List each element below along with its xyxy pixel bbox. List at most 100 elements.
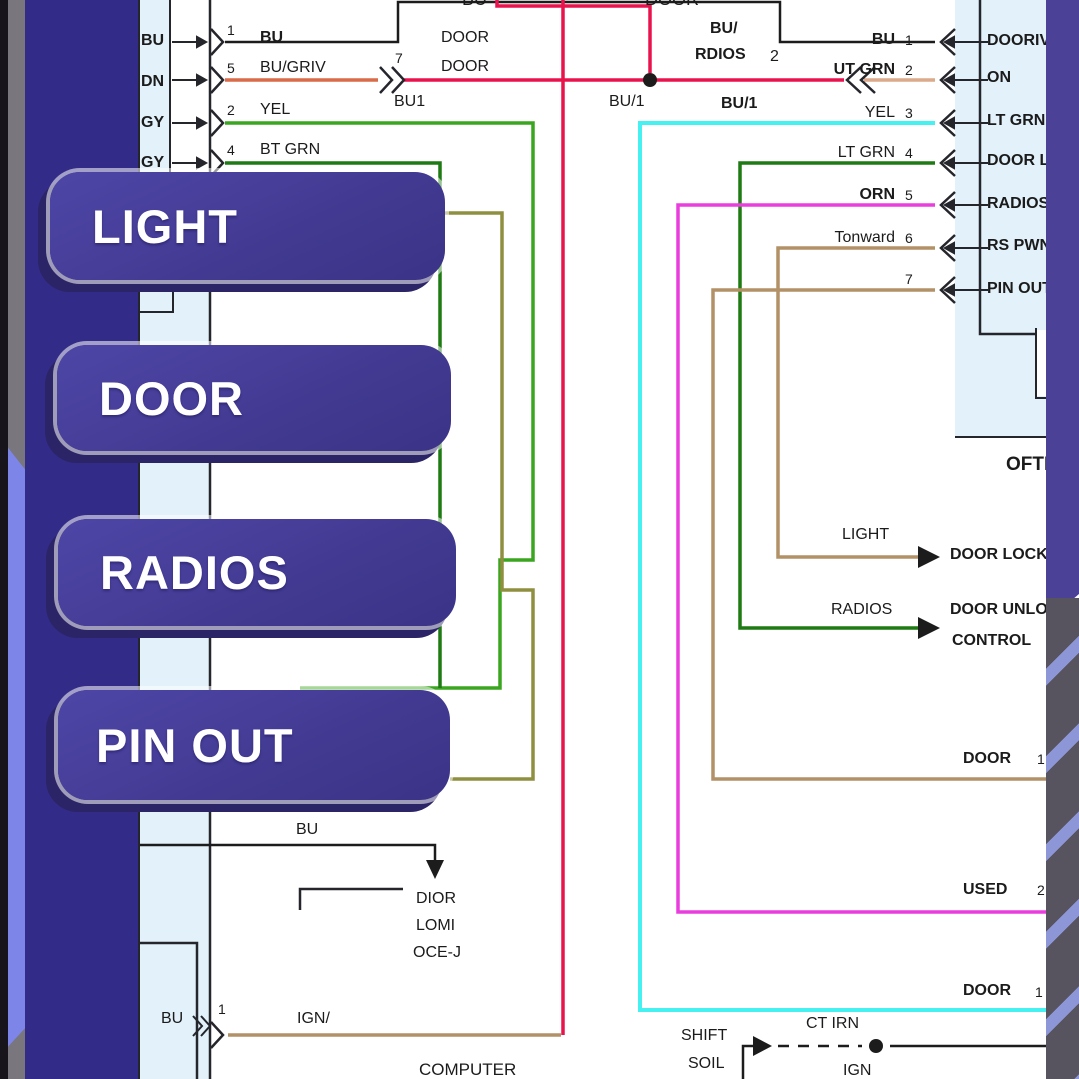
component-label: SHIFT (681, 1027, 728, 1044)
annotation-light: LIGHT (842, 526, 890, 543)
annotation-control: CONTROL (952, 632, 1032, 649)
light-button-label: LIGHT (92, 199, 238, 253)
strip-arrows (172, 35, 209, 170)
door-button[interactable]: DOOR (57, 345, 451, 451)
wire-label: YEL (864, 104, 895, 121)
right-pin-chevrons (939, 28, 956, 304)
wire-label: BU/GRIV (260, 59, 326, 76)
pin-number: 1 (227, 22, 235, 38)
wire-cyan (638, 121, 1046, 1012)
wire-label: BU/ (710, 20, 738, 37)
arrow-door-unlock-icon (918, 617, 940, 639)
wire-shift (741, 1044, 753, 1079)
box-arrows (942, 35, 988, 297)
wire-label: DOOR (441, 29, 489, 46)
pin-number: 1 (218, 1001, 226, 1017)
bottom-left-box (139, 941, 199, 1079)
wire-label: IGN/ (297, 1010, 330, 1027)
annotation-door1b: DOOR (963, 982, 1011, 999)
annotation-used: USED (963, 881, 1008, 898)
arrow-door-lock-icon (918, 546, 940, 568)
pin-number: 2 (905, 62, 913, 78)
radios-button[interactable]: RADIOS (58, 519, 456, 626)
pin-number: 2 (770, 48, 779, 65)
right-band-purple (1046, 0, 1079, 622)
wire-label: RDIOS (695, 46, 746, 63)
annotation-num: 2 (1037, 882, 1045, 898)
annotation-num: 1 (1035, 984, 1043, 1000)
light-button[interactable]: LIGHT (50, 172, 445, 280)
wire-label: BU (296, 821, 319, 838)
wire-label: BU (871, 31, 895, 48)
wire-label: DOOR (441, 58, 489, 75)
pin-number: 4 (905, 145, 913, 161)
wire-label-cut: DOOR (645, 0, 699, 8)
connector-label: BU/1 (721, 95, 758, 112)
left-pin-chevrons (192, 28, 225, 1049)
pin-number: 6 (905, 230, 913, 246)
pin-number: 3 (905, 105, 913, 121)
pin-number: 5 (227, 60, 235, 76)
pin-out-button-label: PIN OUT (96, 718, 294, 772)
wire-label: CT IRN (806, 1015, 860, 1032)
component-label: SOIL (688, 1055, 725, 1072)
pin-number: 7 (395, 50, 403, 66)
pin-out-button[interactable]: PIN OUT (58, 690, 450, 800)
strip-label: GY (141, 154, 165, 171)
wire-label: LT GRN (837, 144, 895, 161)
wire-label: BT GRN (260, 141, 321, 158)
strip-label: GY (141, 114, 165, 131)
radios-button-label: RADIOS (100, 546, 289, 599)
wire-tonward (776, 246, 935, 559)
wire-orn-magenta (676, 203, 1046, 914)
wire-olive (210, 211, 535, 781)
annotation-num: 1 (1037, 751, 1045, 767)
junction-dot (869, 1039, 883, 1053)
strip-label: BU (141, 32, 165, 49)
component-label: COMPUTER (419, 1060, 517, 1079)
annotation-door-unlock: DOOR UNLO (950, 601, 1048, 618)
wire-pin7-tan (711, 288, 1046, 781)
module-pin-label: DOORIV (987, 32, 1051, 49)
wire-bt-grn (225, 161, 442, 688)
module-pin-label: ON (987, 69, 1011, 86)
arrow-down-icon (426, 860, 444, 879)
pin-number: 1 (905, 32, 913, 48)
wire-yel-green (225, 121, 535, 690)
left-edge-accent-strip (8, 0, 25, 1079)
connector-label: BU1 (394, 93, 426, 110)
annotation-door1: DOOR (963, 750, 1011, 767)
left-edge-gray-top (8, 0, 25, 470)
component-label: OCE-J (413, 944, 461, 961)
wire-label: IGN (843, 1062, 872, 1079)
wire-label: YEL (260, 101, 291, 118)
wire-label: BU (161, 1010, 184, 1027)
pin-number: 5 (905, 187, 913, 203)
bracket-shape (298, 887, 403, 910)
wire-bu-black (225, 0, 935, 44)
right-band (1046, 0, 1079, 1079)
component-label: DIOR (416, 890, 456, 907)
pin-number: 7 (905, 271, 913, 287)
module-caption: OFTII (1006, 454, 1055, 475)
arrow-right-icon (753, 1036, 772, 1056)
left-edge-dark-strip (0, 0, 8, 1079)
inline-connector-chevrons (379, 66, 876, 94)
wire-red-top (495, 0, 652, 73)
pin-number: 4 (227, 142, 235, 158)
junction-label: BU/1 (609, 93, 645, 110)
module-pin-label: LT GRN (987, 112, 1046, 129)
wire-label-cut: BU (462, 0, 487, 8)
pin-number: 2 (227, 102, 235, 118)
annotation-radios: RADIOS (831, 601, 893, 618)
strip-label: DN (141, 73, 165, 90)
junction-dot (643, 73, 657, 87)
annotation-door-lock: DOOR LOCK (950, 546, 1048, 563)
component-label: LOMI (416, 917, 456, 934)
module-pin-label: RADIOS (987, 195, 1050, 212)
right-band-hatched (1046, 598, 1079, 1079)
module-pin-label: RS PWN (987, 237, 1051, 254)
wire-label: ORN (859, 186, 895, 203)
door-button-label: DOOR (99, 371, 244, 425)
